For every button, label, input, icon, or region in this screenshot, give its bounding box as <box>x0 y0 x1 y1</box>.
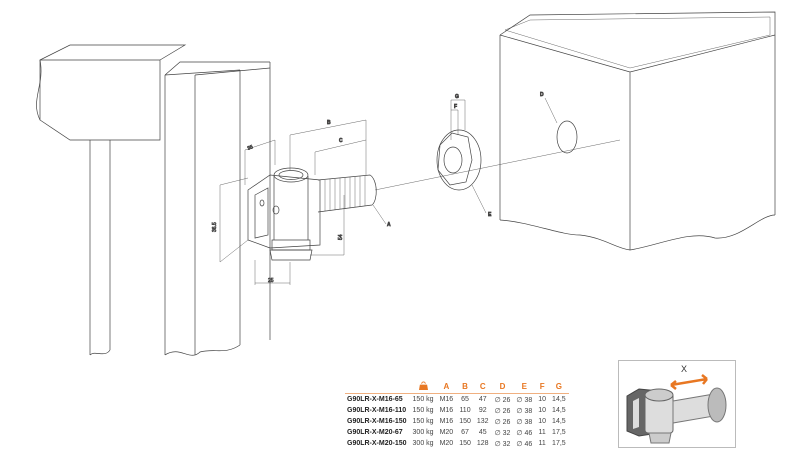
weight-icon <box>409 381 437 394</box>
row-f: 10 <box>538 407 547 414</box>
row-a: M16 <box>439 396 454 403</box>
row-a: M20 <box>439 429 454 436</box>
dimension-lines <box>219 97 558 285</box>
row-c: 92 <box>478 407 487 414</box>
row-ref: G90LR-X-M20-67 <box>347 429 403 436</box>
adjust-arrow-icon <box>670 374 708 390</box>
row-g: 17,5 <box>552 440 566 447</box>
row-load: 150 kg <box>412 418 434 425</box>
row-load: 150 kg <box>412 396 434 403</box>
row-c: 45 <box>478 429 487 436</box>
label-b: B <box>327 120 331 126</box>
row-f: 11 <box>538 429 546 436</box>
label-f: F <box>454 104 457 110</box>
row-b: 150 <box>459 440 471 447</box>
row-load: 150 kg <box>412 407 434 414</box>
row-g: 14,5 <box>552 407 566 414</box>
row-c: 47 <box>478 396 487 403</box>
dim-hinge-height: 54 <box>338 234 344 240</box>
label-a: A <box>387 222 391 228</box>
gate-frame <box>36 44 271 356</box>
label-e: E <box>488 212 492 218</box>
dim-height: 36.5 <box>212 222 218 232</box>
row-e: ∅ 46 <box>516 440 533 448</box>
row-d: ∅ 26 <box>494 418 511 426</box>
row-b: 150 <box>459 418 471 425</box>
row-f: 10 <box>538 396 547 403</box>
row-b: 110 <box>459 407 471 414</box>
dim-top-width: 35 <box>247 144 254 152</box>
row-ref: G90LR-X-M20-150 <box>347 440 407 447</box>
col-d: D <box>491 381 514 394</box>
label-d: D <box>540 92 544 98</box>
hinge-illustration <box>626 374 727 444</box>
row-b: 67 <box>461 429 469 436</box>
row-b: 65 <box>461 396 469 403</box>
row-f: 11 <box>538 440 546 447</box>
table-row: G90LR-X-M16-150 150 kg M16 150 132 ∅ 26 ∅ 38 10… <box>345 416 569 427</box>
row-c: 132 <box>476 418 489 425</box>
col-g: G <box>549 381 569 394</box>
spec-table: A B C D E F G G90LR-X-M16-65 150 kg M16 65 4… <box>345 381 569 449</box>
table-row: G90LR-X-M20-150 300 kg M20 150 128 ∅ 32 ∅ 46 11… <box>345 438 569 449</box>
col-f: F <box>535 381 550 394</box>
table-row: G90LR-X-M16-65 150 kg M16 65 47 ∅ 26 ∅ 38 10 14,… <box>345 394 569 406</box>
nut-and-washer <box>436 129 482 191</box>
label-g: G <box>455 94 459 100</box>
col-a: A <box>436 381 457 394</box>
row-load: 300 kg <box>412 440 434 447</box>
row-ref: G90LR-X-M16-110 <box>347 407 407 414</box>
row-e: ∅ 38 <box>516 396 533 404</box>
threaded-bolt <box>317 139 621 213</box>
adjustment-inset: X <box>618 360 736 448</box>
row-f: 10 <box>538 418 547 425</box>
row-d: ∅ 26 <box>494 396 511 404</box>
col-c: C <box>473 381 492 394</box>
col-b: B <box>456 381 474 394</box>
table-header: A B C D E F G <box>345 381 569 394</box>
row-ref: G90LR-X-M16-150 <box>347 418 407 425</box>
row-e: ∅ 46 <box>516 429 533 437</box>
label-c: C <box>339 138 343 144</box>
row-e: ∅ 38 <box>516 418 533 426</box>
row-a: M16 <box>439 407 454 414</box>
adjust-label: X <box>681 364 688 374</box>
row-a: M20 <box>439 440 454 447</box>
col-e: E <box>513 381 536 394</box>
dim-base-width: 25 <box>268 278 274 284</box>
row-g: 14,5 <box>552 418 566 425</box>
row-a: M16 <box>439 418 454 425</box>
row-d: ∅ 26 <box>494 407 511 415</box>
row-d: ∅ 32 <box>494 429 511 437</box>
row-g: 14,5 <box>552 396 566 403</box>
post <box>499 11 776 251</box>
row-ref: G90LR-X-M16-65 <box>347 396 403 403</box>
table-row: G90LR-X-M16-110 150 kg M16 110 92 ∅ 26 ∅ 38 10 1… <box>345 405 569 416</box>
row-load: 300 kg <box>412 429 434 436</box>
table-row: G90LR-X-M20-67 300 kg M20 67 45 ∅ 32 ∅ 46 11 17,… <box>345 427 569 438</box>
row-g: 17,5 <box>552 429 566 436</box>
row-d: ∅ 32 <box>494 440 511 448</box>
row-e: ∅ 38 <box>516 407 533 415</box>
row-c: 128 <box>476 440 489 447</box>
hinge-body <box>247 167 321 261</box>
